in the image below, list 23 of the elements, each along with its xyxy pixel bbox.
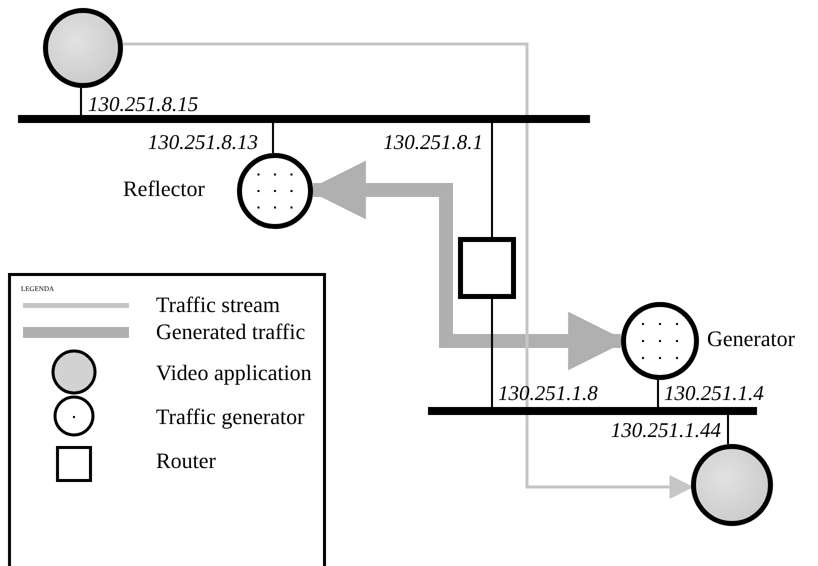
connection-line (727, 415, 729, 444)
ip-address-label: 130.251.8.15 (88, 92, 198, 117)
legend-text: Video application (156, 360, 312, 386)
connection-line (491, 123, 493, 237)
host-label: Reflector (123, 176, 205, 202)
legend-text: Generated traffic (156, 319, 306, 345)
ip-address-label: 130.251.1.8 (498, 381, 598, 406)
network-bus (18, 115, 590, 123)
connection-line (80, 88, 82, 115)
ip-address-label: 130.251.8.1 (383, 130, 483, 155)
router-box (458, 237, 516, 299)
legend-text: Traffic stream (156, 292, 280, 318)
connection-line (657, 380, 659, 407)
legend-text: Traffic generator (156, 404, 304, 430)
connection-line (491, 299, 493, 407)
legend-text: Router (156, 448, 216, 474)
host-label: Generator (707, 326, 795, 352)
traffic-stream-arrow (123, 42, 694, 499)
connection-line (272, 123, 274, 153)
ip-address-label: 130.251.1.44 (610, 418, 721, 443)
ip-address-label: 130.251.1.4 (664, 381, 764, 406)
network-bus (428, 407, 757, 415)
ip-address-label: 130.251.8.13 (148, 130, 258, 155)
